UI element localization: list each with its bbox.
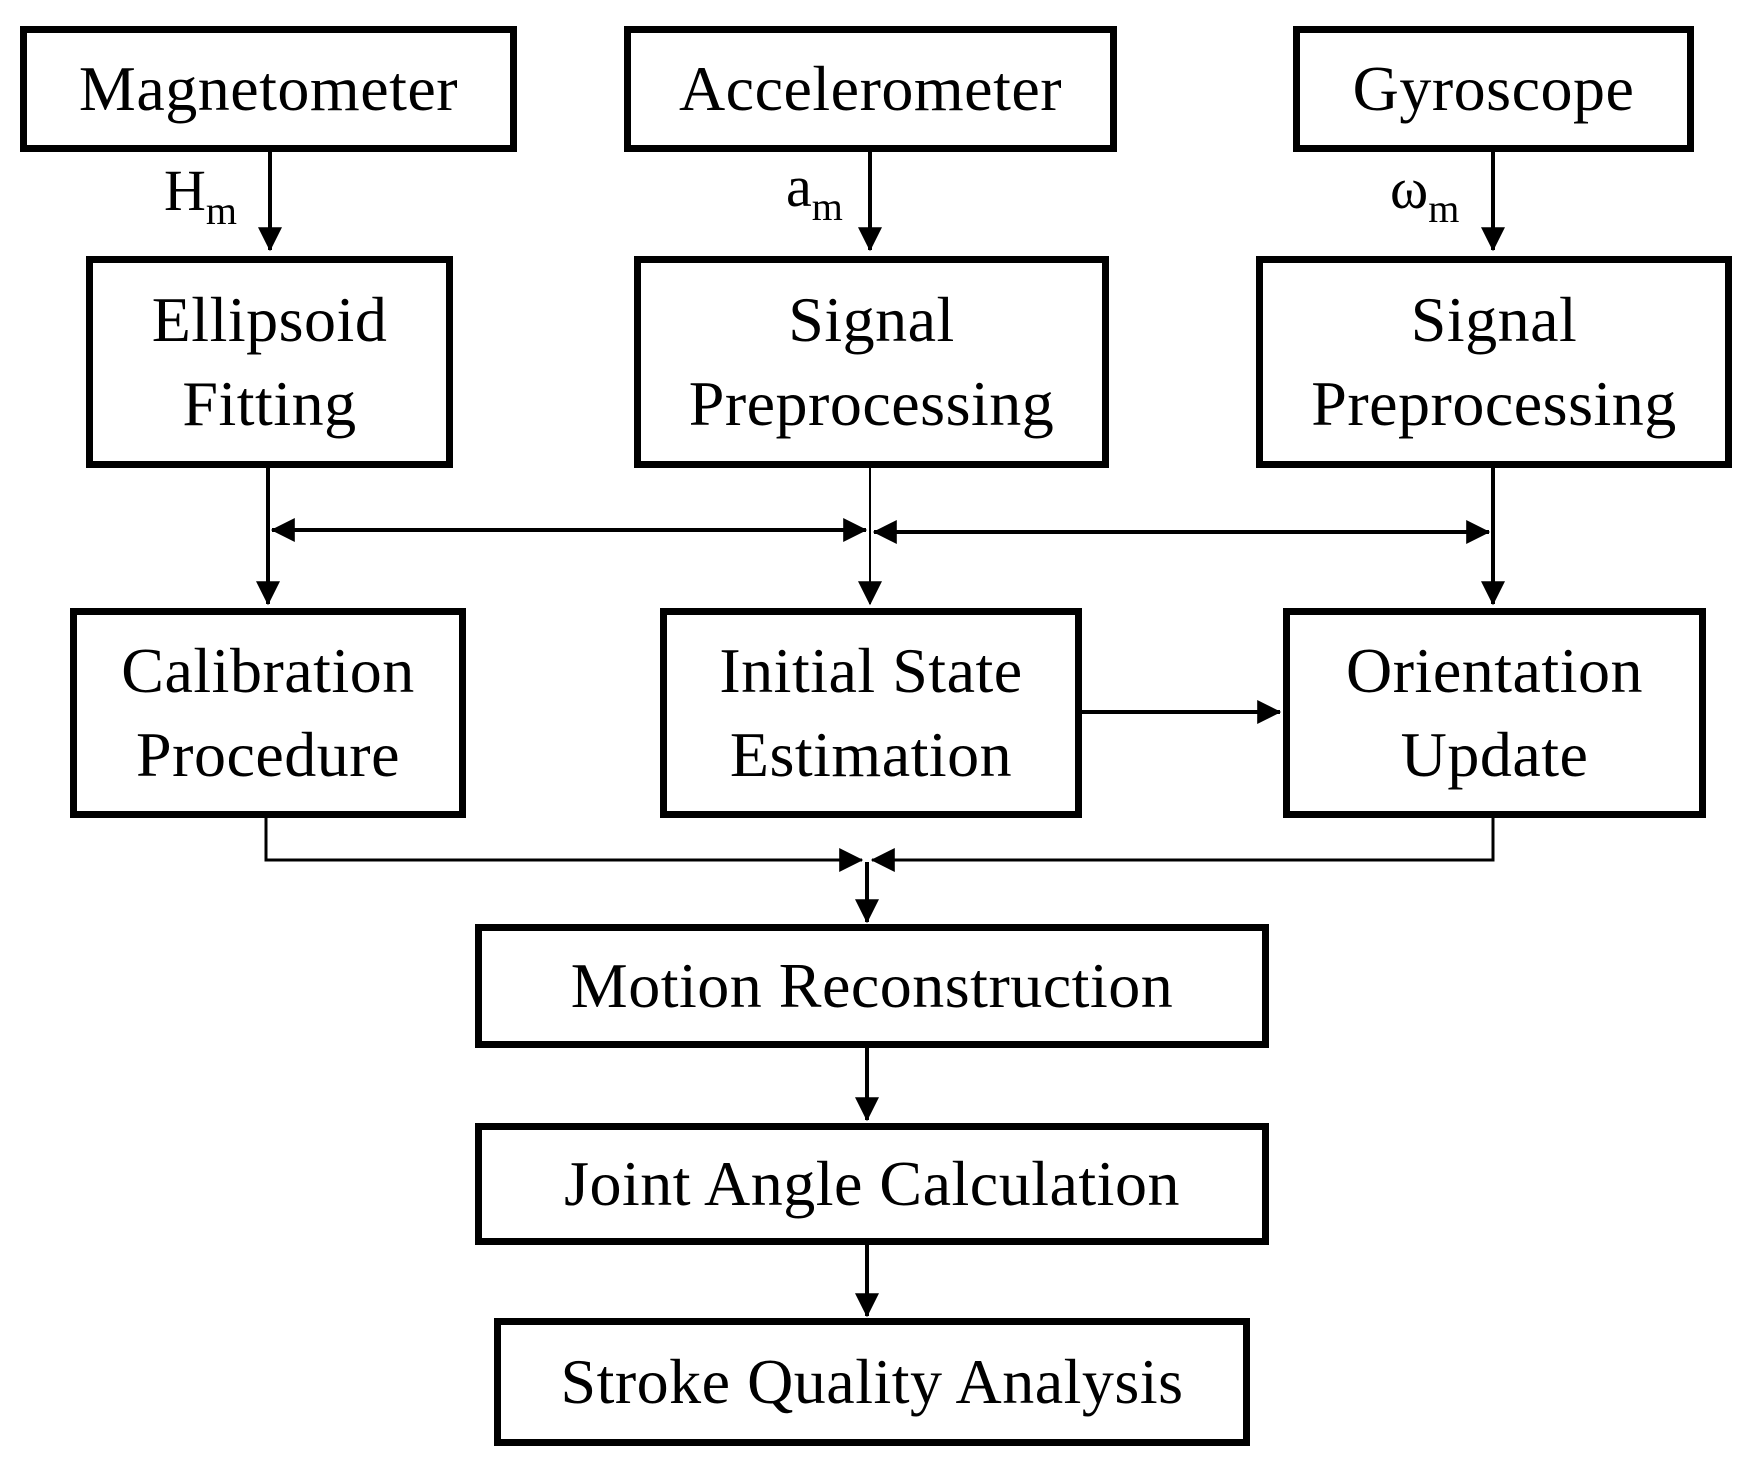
orientation-update-node: Orientation Update [1283,608,1706,818]
edge-orientation-motion [870,818,1495,872]
signal-preprocessing-gyro-node: Signal Preprocessing [1256,256,1732,468]
signal-preprocessing-accel-node: Signal Preprocessing [634,256,1109,468]
edge-label-wm: ωm [1390,160,1459,238]
joint-angle-calculation-label: Joint Angle Calculation [564,1148,1180,1219]
ellipsoid-fitting-line-2: Fitting [182,368,357,439]
gyroscope-node: Gyroscope [1293,26,1694,152]
edge-label-wm-sub: m [1428,186,1460,231]
edge-label-wm-base: ω [1390,156,1429,221]
ellipsoid-fitting-line-1: Ellipsoid [151,284,388,355]
motion-reconstruction-label: Motion Reconstruction [570,950,1174,1021]
edge-calibration-motion [264,818,864,872]
accelerometer-node: Accelerometer [624,26,1117,152]
magnetometer-label: Magnetometer [78,53,459,124]
signal-preprocessing-gyro-line-1: Signal [1410,284,1578,355]
initial-state-estimation-line-1: Initial State [719,635,1023,706]
edge-label-hm-base: H [164,158,206,223]
motion-reconstruction-node: Motion Reconstruction [475,924,1269,1048]
signal-preprocessing-gyro-line-2: Preprocessing [1311,368,1677,439]
gyroscope-label: Gyroscope [1352,53,1635,124]
edge-label-am-sub: m [811,184,843,229]
magnetometer-node: Magnetometer [20,26,517,152]
initial-state-estimation-line-2: Estimation [729,719,1013,790]
stroke-quality-analysis-node: Stroke Quality Analysis [494,1318,1250,1446]
calibration-procedure-node: Calibration Procedure [70,608,466,818]
orientation-update-line-2: Update [1400,719,1589,790]
ellipsoid-fitting-node: Ellipsoid Fitting [86,256,453,468]
stroke-quality-analysis-label: Stroke Quality Analysis [560,1346,1184,1417]
initial-state-estimation-node: Initial State Estimation [660,608,1082,818]
calibration-procedure-line-2: Procedure [136,719,400,790]
edge-label-am-base: a [786,154,812,219]
edge-label-hm-sub: m [205,188,238,233]
edge-label-hm: Hm [164,162,237,240]
calibration-procedure-line-1: Calibration [121,635,415,706]
signal-preprocessing-accel-line-2: Preprocessing [688,368,1055,439]
accelerometer-label: Accelerometer [678,53,1063,124]
orientation-update-line-1: Orientation [1346,635,1643,706]
edge-label-am: am [786,158,843,236]
signal-preprocessing-accel-line-1: Signal [788,284,955,355]
joint-angle-calculation-node: Joint Angle Calculation [475,1123,1269,1245]
